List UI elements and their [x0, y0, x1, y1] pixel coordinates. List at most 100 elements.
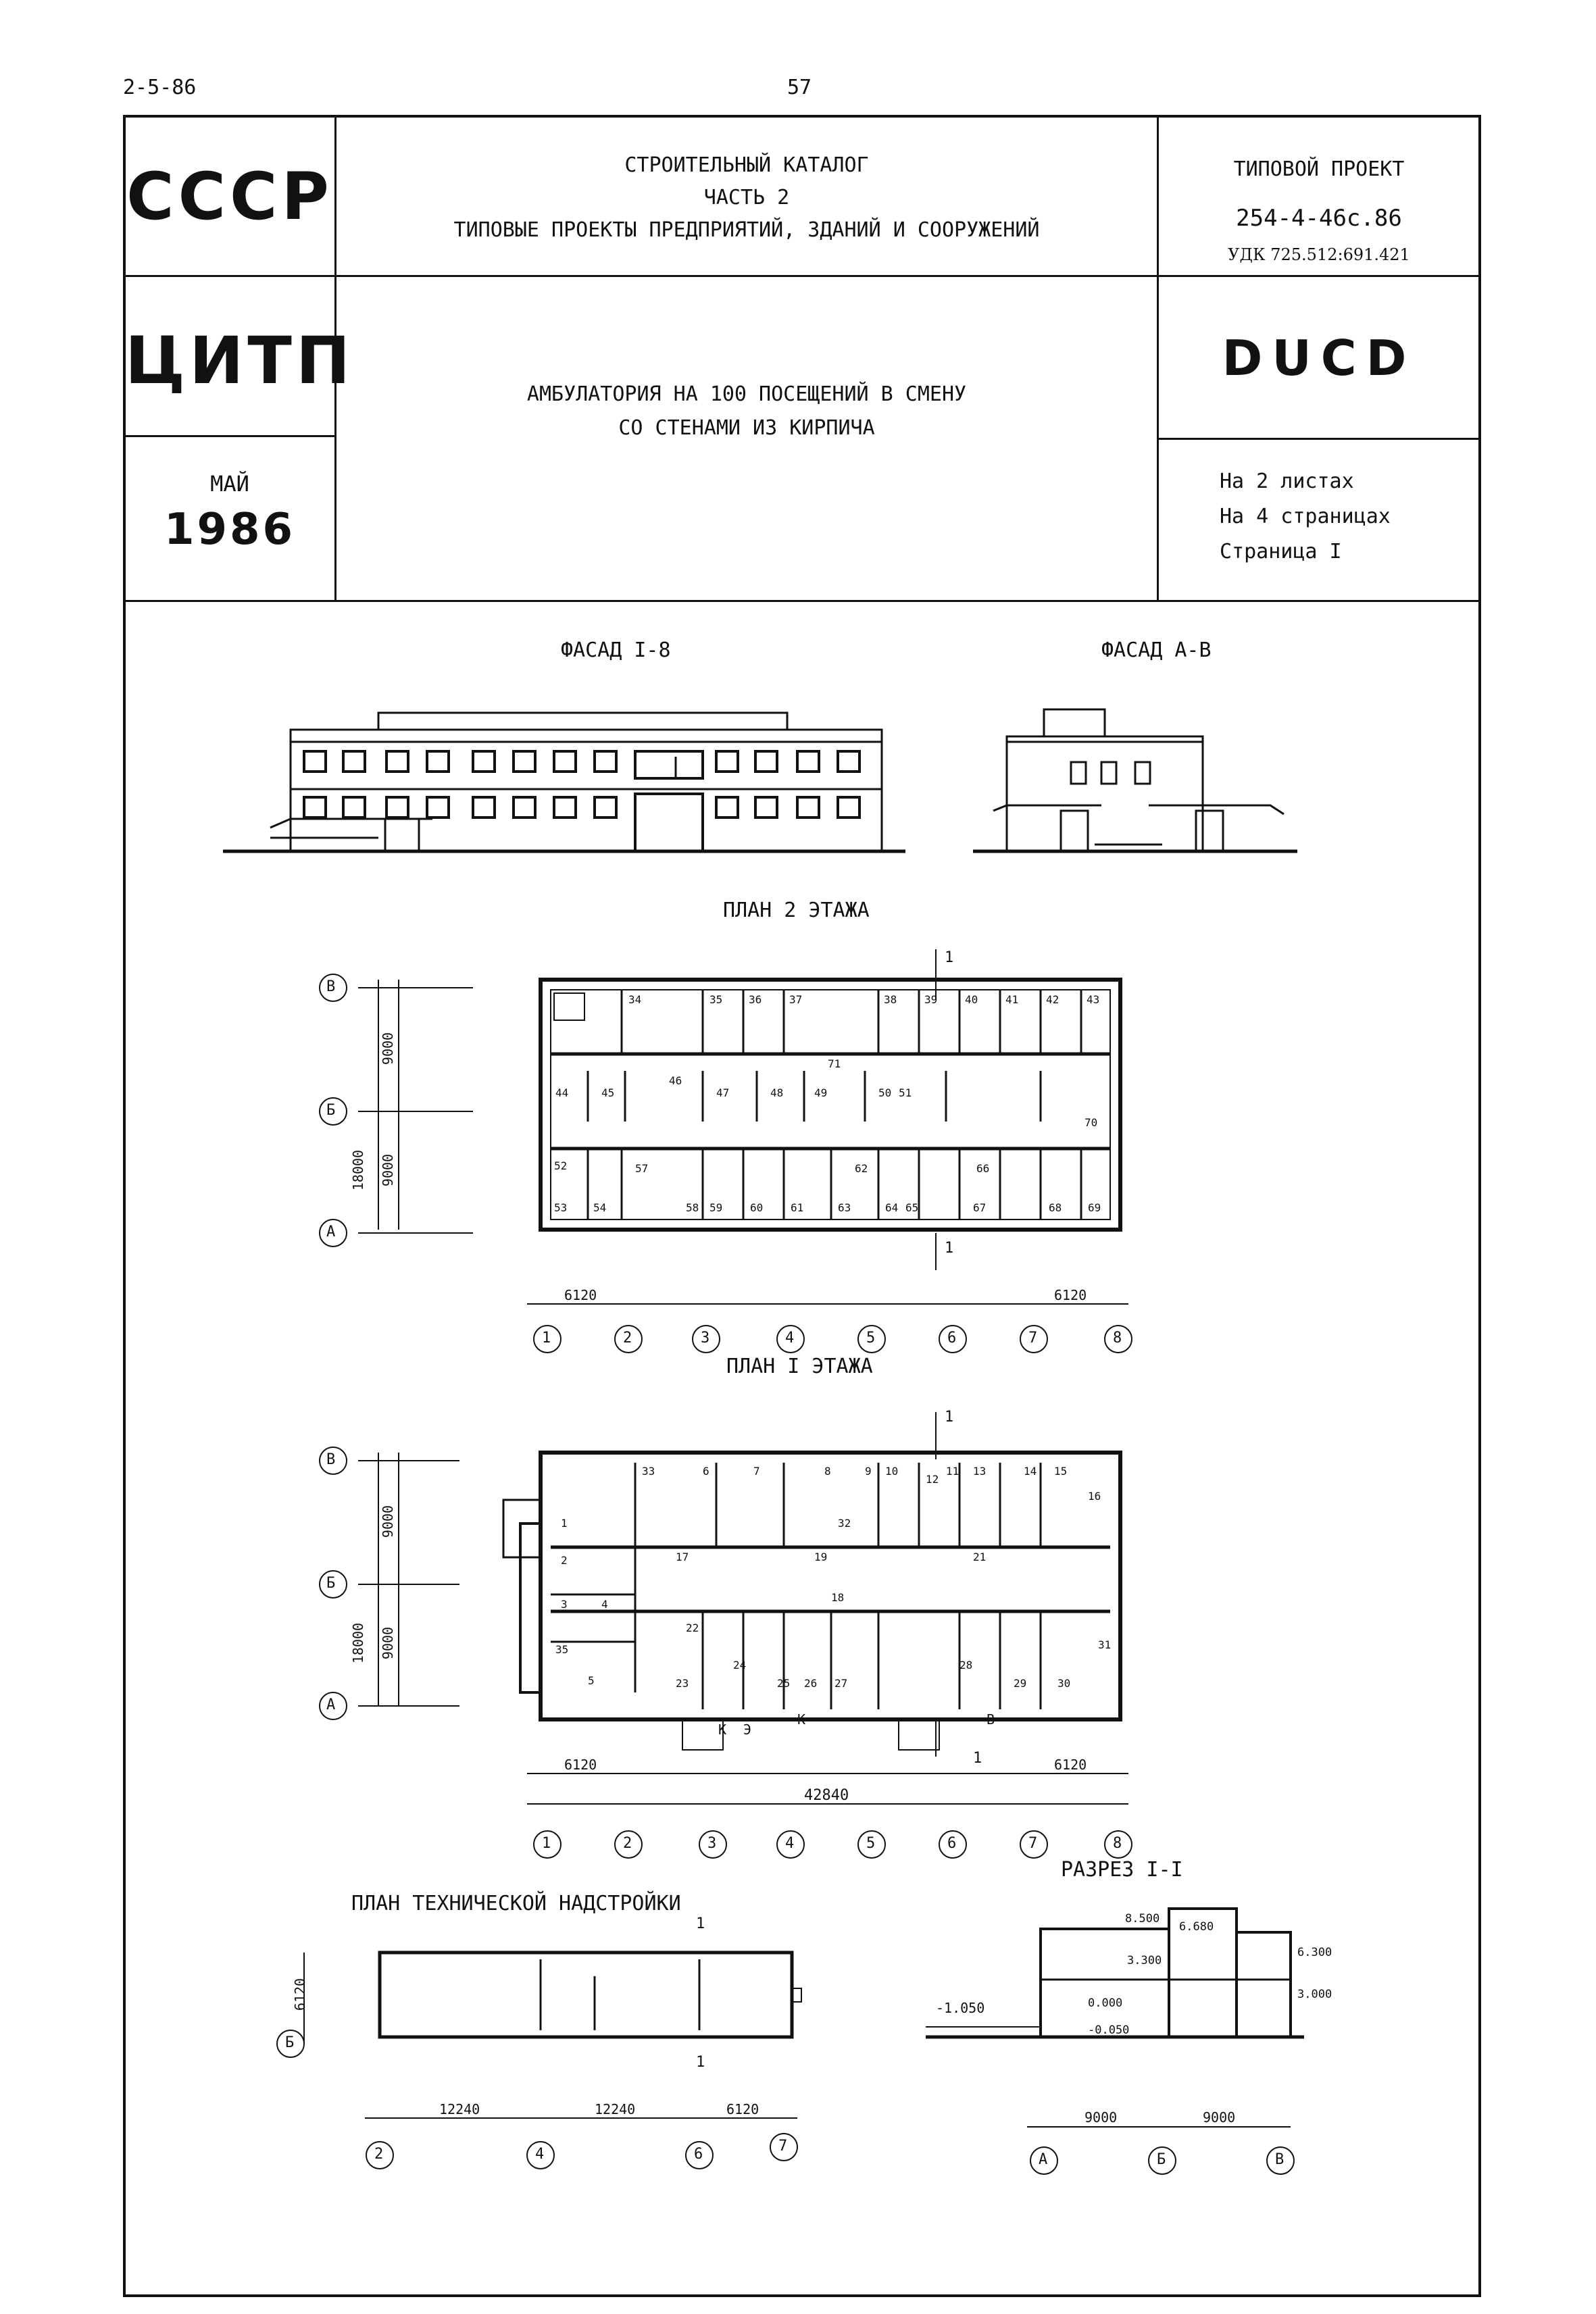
- plan-2-floor-title: ПЛАН 2 ЭТАЖА: [723, 899, 870, 922]
- cut-mark-p1-top: 1: [945, 1409, 954, 1426]
- room-2: 2: [561, 1554, 568, 1567]
- level-3000: 3.000: [1297, 1988, 1332, 2001]
- room-64: 64: [885, 1201, 899, 1214]
- room-69: 69: [1088, 1201, 1101, 1214]
- project-label: ТИПОВОЙ ПРОЕКТ: [1233, 157, 1405, 181]
- room-62: 62: [855, 1162, 868, 1175]
- udk-code: УДК 725.512:691.421: [1228, 245, 1410, 264]
- facade-a-b-title: ФАСАД А-В: [1101, 638, 1212, 662]
- floor1-plan-drawing: [502, 1412, 1122, 1757]
- dim-12240-tech-1: 12240: [439, 2101, 480, 2117]
- level-6300: 6.300: [1297, 1946, 1332, 1959]
- axis-b-tech: Б: [285, 2034, 295, 2051]
- entrance-v: В: [987, 1711, 995, 1728]
- axis-v-section: В: [1275, 2151, 1285, 2168]
- section-title: РАЗРЕЗ I-I: [1061, 1858, 1183, 1882]
- room-66: 66: [976, 1162, 990, 1175]
- room-7: 7: [753, 1465, 760, 1478]
- room-34: 34: [628, 993, 642, 1006]
- room-59: 59: [709, 1201, 723, 1214]
- axis-4-p1: 4: [785, 1835, 795, 1852]
- axis-1-p1: 1: [542, 1835, 551, 1852]
- room-54: 54: [593, 1201, 607, 1214]
- entrance-k-2: К: [797, 1711, 806, 1728]
- facade-1-8-drawing: [223, 711, 905, 853]
- axis-2-tech: 2: [374, 2146, 384, 2163]
- cut-mark-p2-bottom: 1: [945, 1240, 954, 1257]
- stamp-date-cell: МАЙ 1986: [123, 435, 336, 602]
- mark-text: DUCD: [1222, 330, 1416, 386]
- axis-6-p2: 6: [947, 1330, 957, 1347]
- entrance-k-1: К: [718, 1721, 727, 1738]
- level-6680: 6.680: [1179, 1920, 1214, 1934]
- axis-5-p2: 5: [866, 1330, 876, 1347]
- room-11: 11: [946, 1465, 959, 1478]
- room-58: 58: [686, 1201, 699, 1214]
- room-4: 4: [601, 1598, 608, 1611]
- axis-label-v-p1: В: [326, 1451, 336, 1468]
- room-21: 21: [973, 1551, 987, 1563]
- axis-a-section: А: [1039, 2151, 1048, 2168]
- room-8: 8: [824, 1465, 831, 1478]
- room-67: 67: [973, 1201, 987, 1214]
- room-65: 65: [905, 1201, 919, 1214]
- room-23: 23: [676, 1677, 689, 1690]
- room-31: 31: [1098, 1638, 1112, 1651]
- axis-markers: [276, 974, 1295, 2175]
- page-number: 57: [787, 76, 812, 99]
- room-18: 18: [831, 1591, 845, 1604]
- axis-3-p2: 3: [701, 1330, 710, 1347]
- room-32: 32: [838, 1517, 851, 1530]
- dim-6120-p1-right: 6120: [1054, 1757, 1087, 1773]
- room-22: 22: [686, 1621, 699, 1634]
- level-0000: 0.000: [1088, 1996, 1123, 2010]
- room-70: 70: [1084, 1116, 1098, 1129]
- dim-12240-tech-2: 12240: [595, 2101, 636, 2117]
- room-36: 36: [749, 993, 762, 1006]
- stamp-org1-cell: СССР: [123, 115, 336, 277]
- room-50: 50: [878, 1086, 892, 1099]
- room-12: 12: [926, 1473, 939, 1486]
- room-61: 61: [791, 1201, 804, 1214]
- project-number: 254-4-46с.86: [1236, 205, 1402, 232]
- axis-label-a-p2: А: [326, 1224, 336, 1240]
- dim-9000-p1-bottom: 9000: [380, 1626, 397, 1660]
- catalog-line2: ЧАСТЬ 2: [703, 186, 790, 209]
- axis-b-section: Б: [1157, 2151, 1166, 2168]
- room-71: 71: [828, 1057, 841, 1070]
- room-19: 19: [814, 1551, 828, 1563]
- room-15: 15: [1054, 1465, 1068, 1478]
- axis-8-p2: 8: [1113, 1330, 1122, 1347]
- page-index: Страница I: [1220, 540, 1342, 563]
- room-53: 53: [554, 1201, 568, 1214]
- room-33: 33: [642, 1465, 655, 1478]
- room-35: 35: [555, 1643, 569, 1656]
- dimension-lines: [303, 980, 1291, 2128]
- section-drawing: [926, 1907, 1304, 2039]
- room-28: 28: [959, 1659, 973, 1671]
- dim-42840: 42840: [804, 1787, 849, 1804]
- level-3300: 3.300: [1127, 1954, 1162, 1967]
- axis-6-p1: 6: [947, 1835, 957, 1852]
- axis-7-tech: 7: [778, 2138, 788, 2155]
- cut-mark-tech-bottom: 1: [696, 2054, 705, 2071]
- room-47: 47: [716, 1086, 730, 1099]
- axis-7-p1: 7: [1028, 1835, 1038, 1852]
- room-43: 43: [1087, 993, 1100, 1006]
- axis-label-b-p2: Б: [326, 1102, 336, 1119]
- level-minus-1050: -1.050: [936, 2000, 985, 2016]
- room-37: 37: [789, 993, 803, 1006]
- dim-9000-p2-top: 9000: [380, 1032, 397, 1065]
- org1-text: СССР: [126, 159, 333, 234]
- facade-a-b-drawing: [973, 708, 1297, 853]
- org2-text: ЦИТП: [125, 323, 355, 399]
- year-text: 1986: [164, 505, 296, 555]
- room-9: 9: [865, 1465, 872, 1478]
- catalog-line3: ТИПОВЫЕ ПРОЕКТЫ ПРЕДПРИЯТИЙ, ЗДАНИЙ И СО…: [453, 218, 1040, 242]
- room-5: 5: [588, 1674, 595, 1687]
- room-42: 42: [1046, 993, 1059, 1006]
- room-60: 60: [750, 1201, 764, 1214]
- axis-5-p1: 5: [866, 1835, 876, 1852]
- axis-3-p1: 3: [707, 1835, 717, 1852]
